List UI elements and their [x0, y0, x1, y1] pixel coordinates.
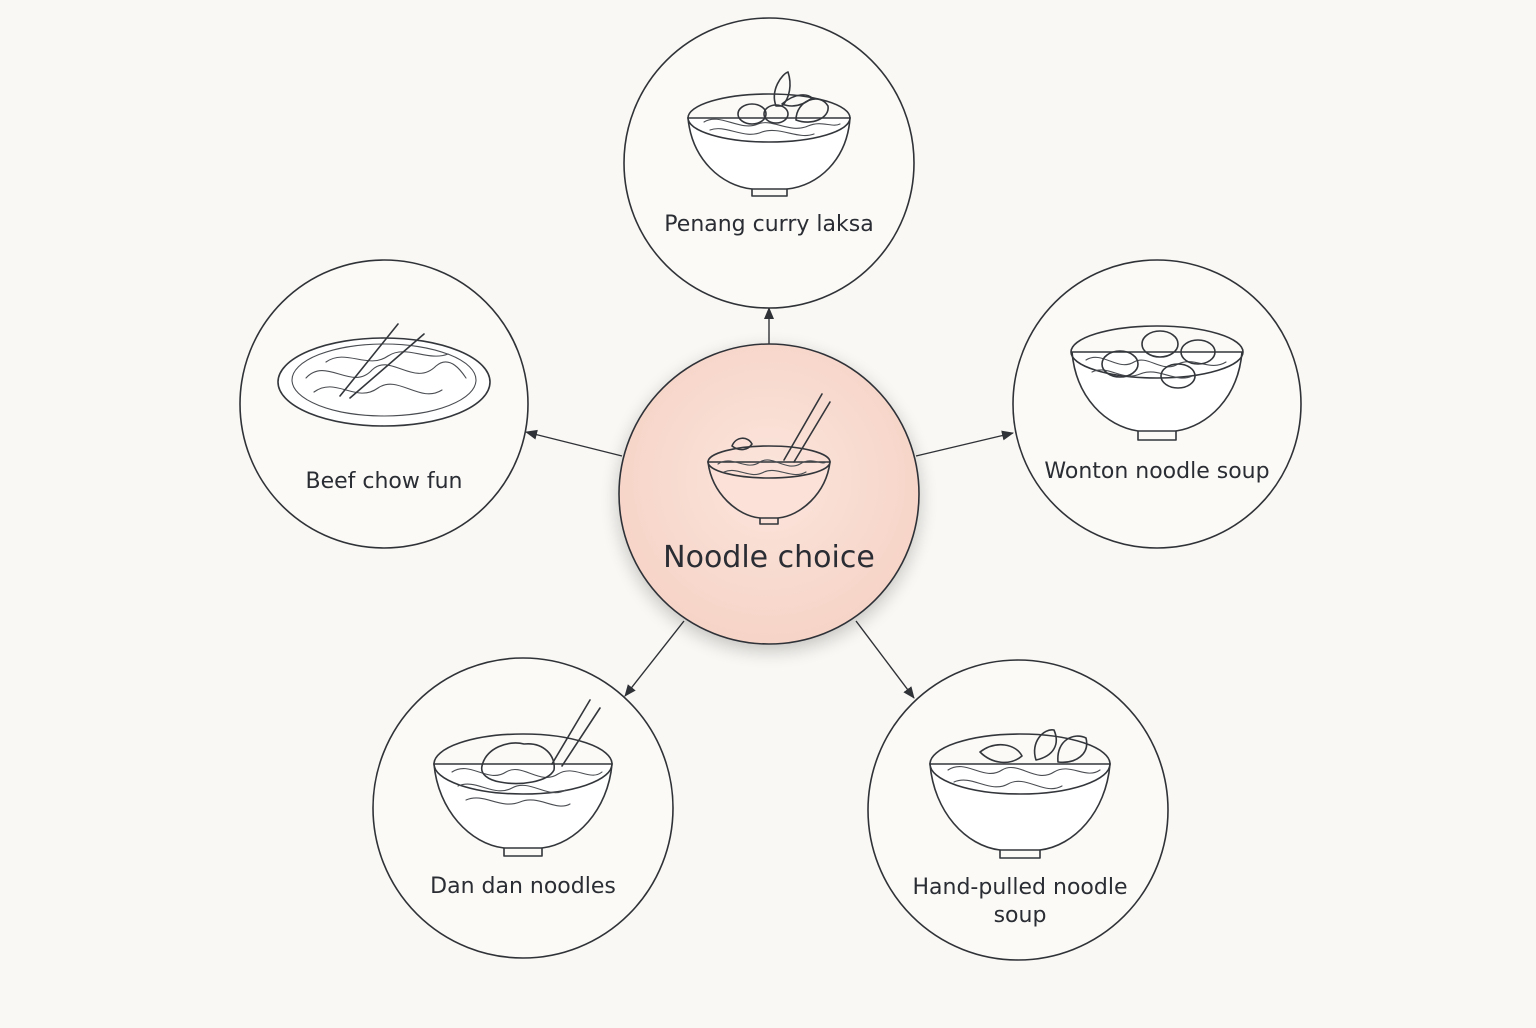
hand-pulled-noodle-bowl-icon [929, 729, 1111, 859]
node-noodle-choice-center: Noodle choice [618, 343, 920, 645]
node-label-line: Dan dan noodles [430, 874, 616, 899]
node-label-line: Hand-pulled noodle [913, 875, 1128, 900]
node-dan-dan-noodles: Dan dan noodles [372, 657, 674, 959]
center-label: Noodle choice [663, 540, 875, 575]
node-label-line: soup [994, 903, 1047, 928]
laksa-bowl-icon [687, 71, 851, 197]
node-label-line: Beef chow fun [305, 469, 462, 494]
chow-fun-plate-icon [277, 323, 491, 427]
node-label-line: Wonton noodle soup [1044, 459, 1269, 484]
arrow-to-beef-chow-fun [525, 429, 623, 457]
connector-arrows [525, 307, 1014, 699]
node-wonton-noodle-soup: Wonton noodle soup [1012, 259, 1302, 549]
node-penang-curry-laksa: Penang curry laksa [623, 17, 915, 309]
wonton-bowl-icon [1070, 325, 1244, 441]
arrow-to-dan-dan-noodles [624, 620, 685, 697]
noodle-bowl-chopsticks-icon [707, 393, 831, 525]
dan-dan-bowl-icon [433, 699, 613, 857]
node-hand-pulled-noodle-soup: Hand-pulled noodle soup [867, 659, 1169, 961]
node-label-line: Penang curry laksa [664, 212, 873, 237]
arrow-to-hand-pulled-noodle-soup [855, 620, 915, 699]
node-beef-chow-fun: Beef chow fun [239, 259, 529, 549]
arrow-to-wonton-noodle-soup [915, 430, 1014, 457]
